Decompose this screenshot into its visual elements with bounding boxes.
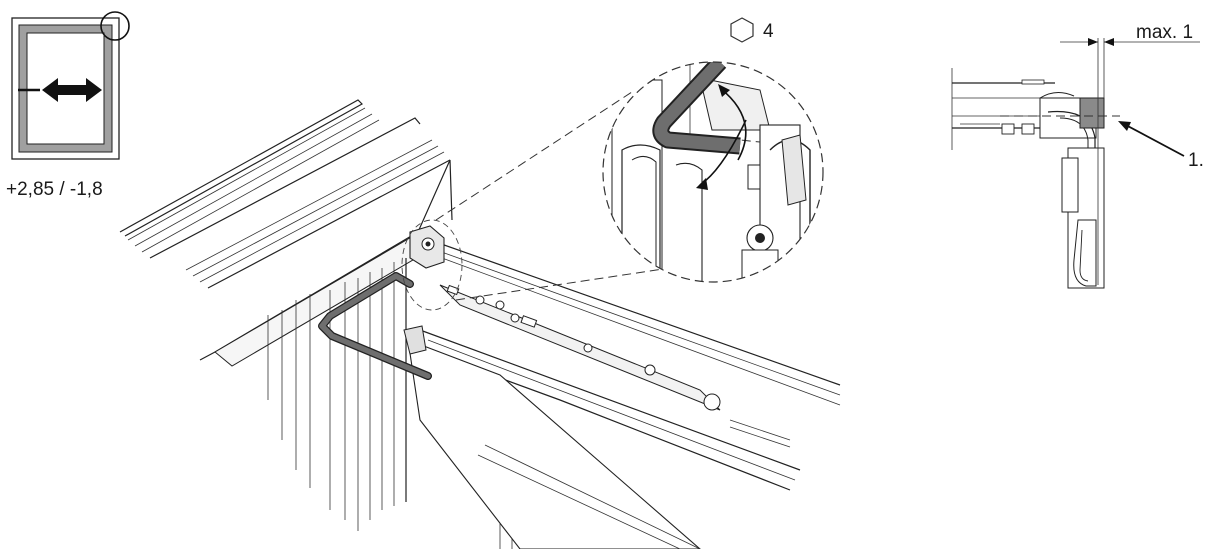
adjustment-part: [1079, 97, 1105, 129]
window-adjustment-icon: [11, 11, 130, 160]
hexagon-icon: [730, 17, 754, 43]
corner-highlight-circle: [100, 11, 130, 41]
horizontal-double-arrow-icon: [42, 78, 102, 102]
window-frame-drawing: [119, 89, 841, 549]
clearance-dimension-label: max. 1: [1136, 22, 1193, 43]
clearance-detail: [951, 38, 1200, 289]
hex-key-size-label: 4: [763, 21, 774, 42]
magnified-detail: [602, 61, 824, 283]
adjustment-range-label: +2,85 / -1,8: [6, 179, 103, 200]
callout-number-label: 1.: [1188, 150, 1204, 171]
allen-key-main: [318, 272, 432, 380]
